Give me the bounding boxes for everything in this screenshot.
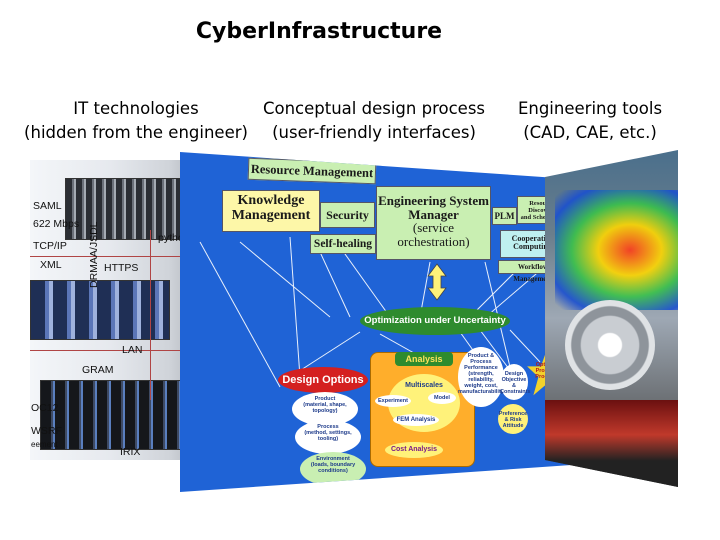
it-technologies-label: IT technologies (hidden from the enginee…: [24, 99, 248, 142]
arrow-updown-icon: [427, 263, 447, 301]
product-performance-node: Product & Process Performance (strength,…: [458, 347, 506, 407]
server-rack-icon: [30, 280, 170, 340]
fem-analysis-node: FEM Analysis: [393, 414, 439, 426]
it-tag: HTTPS: [104, 262, 139, 274]
server-rack-icon: [65, 178, 185, 240]
plm-box: PLM: [492, 207, 517, 225]
model-node: Model: [428, 392, 456, 404]
conceptual-design-panel: Resource Management Knowledge Management…: [180, 152, 575, 492]
it-tag: LAN: [122, 344, 143, 356]
it-tag: IRIX: [120, 446, 141, 458]
cfd-plot-icon: [555, 190, 678, 310]
conceptual-design-label: Conceptual design process (user-friendly…: [262, 99, 486, 142]
it-tag: 622 Mbps: [33, 218, 80, 230]
engineering-tools-panel: [545, 150, 678, 487]
environment-node: Environment (loads, boundary conditions): [300, 452, 366, 486]
it-tag: SAML: [33, 200, 62, 212]
it-tag: GRAM: [82, 364, 114, 376]
process-node: Process (method, settings, tooling): [295, 420, 361, 454]
resource-management-box: Resource Management: [247, 157, 377, 185]
cost-analysis-node: Cost Analysis: [385, 442, 443, 458]
self-healing-box: Self-healing: [310, 234, 376, 254]
preference-node: Preference & Risk Attitude: [498, 404, 528, 434]
product-node: Product (material, shape, topology): [292, 392, 358, 426]
turbine-disc-icon: [565, 300, 655, 390]
it-tag: eement: [31, 440, 58, 449]
experiment-node: Experiment: [375, 395, 411, 407]
optimization-under-uncertainty-pill: Optimization under Uncertainty: [360, 307, 510, 335]
it-tag: XML: [40, 259, 62, 271]
analysis-title: Analysis: [395, 352, 453, 366]
design-options-pill: Design Options: [278, 367, 368, 393]
car-model-icon: [545, 400, 678, 487]
it-tag: pytho: [158, 232, 184, 244]
engineering-system-manager-box: Engineering System Manager (service orch…: [376, 186, 491, 260]
it-tag: TCP/IP: [33, 240, 67, 252]
it-tag: OC12: [31, 402, 59, 414]
multiscales-label: Multiscales: [405, 382, 443, 389]
it-tag: DRMAA/JSDL: [88, 221, 100, 288]
design-objective-node: Design Objective & Constraints: [500, 364, 531, 400]
page-title: CyberInfrastructure: [195, 19, 443, 44]
security-box: Security: [320, 202, 375, 228]
engineering-tools-label: Engineering tools (CAD, CAE, etc.): [517, 99, 663, 142]
knowledge-management-box: Knowledge Management: [222, 190, 320, 232]
it-tag: WSRF: [31, 425, 62, 437]
